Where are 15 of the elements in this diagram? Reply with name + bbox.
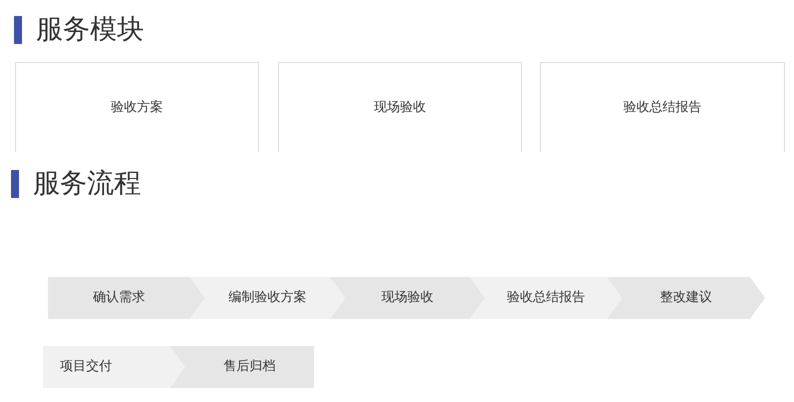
step-text: 验收总结报告 [507,289,585,308]
step-text: 整改建议 [660,289,712,308]
step-text: 售后归档 [224,358,276,376]
module-title: 验收总结报告 [624,98,702,117]
module-title: 现场验收 [374,98,426,117]
section-heading: 服务流程 [33,168,141,200]
step-text: 项目交付 [60,358,112,376]
step-text: 编制验收方案 [228,289,306,308]
module-title: 验收方案 [111,98,163,117]
module-card [278,62,522,152]
module-card [15,62,259,152]
step-text: 现场验收 [382,289,434,308]
module-card [540,62,785,152]
section-heading: 服务模块 [36,14,144,46]
step-text: 确认需求 [93,289,145,308]
